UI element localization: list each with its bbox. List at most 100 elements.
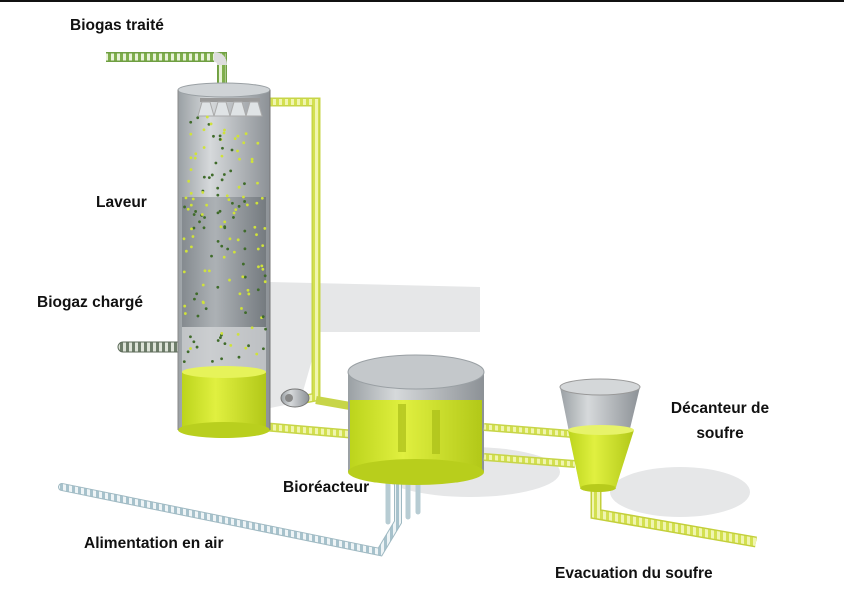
droplet (189, 168, 193, 172)
droplet (228, 237, 232, 241)
droplet (186, 207, 190, 211)
droplet (209, 122, 213, 126)
droplet (243, 200, 246, 203)
droplet (250, 326, 254, 330)
droplet (245, 203, 249, 207)
droplet (238, 157, 241, 161)
droplet (218, 137, 222, 141)
droplet (210, 254, 213, 258)
label-loaded-biogas: Biogaz chargé (37, 294, 143, 311)
droplet (243, 275, 247, 279)
droplet (195, 345, 199, 349)
droplet (234, 208, 238, 212)
scrubber-column (177, 82, 271, 438)
droplet (228, 278, 231, 282)
droplet (214, 161, 218, 165)
bioreactor-tank (347, 354, 485, 485)
droplet (250, 160, 254, 163)
droplet (227, 198, 231, 201)
droplet (261, 315, 265, 319)
droplet (229, 169, 233, 173)
droplet (220, 244, 224, 248)
droplet (189, 203, 193, 207)
droplet (182, 237, 186, 241)
droplet (255, 352, 259, 356)
droplet (216, 339, 220, 342)
droplet (223, 226, 227, 230)
droplet (260, 264, 264, 268)
droplet (205, 115, 209, 119)
droplet (262, 347, 265, 351)
droplet (257, 265, 260, 269)
droplet (236, 332, 240, 336)
droplet (232, 250, 236, 254)
droplet (236, 238, 240, 242)
droplet (237, 355, 241, 359)
droplet (250, 157, 254, 161)
droplet (207, 122, 211, 126)
droplet (223, 342, 227, 346)
label-sulfur-decanter-line1: Décanteur de (670, 400, 770, 417)
droplet (232, 216, 235, 219)
label-sulfur-decanter-line2: soufre (696, 425, 744, 442)
sulfur-decanter (559, 378, 641, 492)
droplet (216, 285, 220, 289)
droplet (220, 357, 223, 361)
droplet (186, 350, 190, 354)
droplet (240, 307, 243, 310)
droplet (247, 344, 250, 348)
droplet (204, 307, 208, 311)
droplet (218, 209, 222, 213)
droplet (189, 347, 192, 350)
treated-biogas-pipe (106, 52, 227, 90)
droplet (183, 312, 187, 315)
droplet (219, 225, 223, 229)
droplet (244, 311, 247, 315)
droplet (261, 267, 265, 271)
droplet (256, 288, 260, 292)
droplet (253, 225, 257, 229)
droplet (221, 146, 224, 150)
droplet (201, 283, 205, 287)
droplet (200, 213, 204, 216)
droplet (189, 335, 192, 339)
droplet (255, 201, 259, 205)
droplet (190, 227, 193, 231)
droplet (237, 185, 241, 189)
droplet (192, 340, 196, 344)
droplet (241, 275, 245, 279)
decanter-feed-pipes (483, 423, 576, 468)
droplet (243, 247, 247, 251)
droplet (242, 195, 245, 199)
droplet (236, 134, 240, 138)
droplet (187, 179, 191, 183)
droplet (216, 186, 220, 190)
droplet (191, 235, 195, 238)
droplet (184, 249, 188, 253)
droplet (198, 220, 201, 224)
droplet (189, 120, 193, 124)
label-sulfur-decanter: Décanteur de soufre (660, 396, 780, 446)
droplet (223, 128, 226, 132)
pump-icon (280, 388, 310, 408)
droplet (216, 211, 220, 215)
droplet (220, 154, 224, 158)
label-air-supply: Alimentation en air (84, 535, 224, 552)
droplet (237, 204, 241, 208)
droplet (190, 245, 193, 249)
droplet (193, 297, 196, 301)
droplet (202, 128, 206, 132)
droplet (203, 216, 206, 219)
droplet (260, 196, 264, 200)
droplet (255, 233, 258, 237)
droplet (246, 288, 250, 292)
label-sulfur-discharge: Evacuation du soufre (555, 565, 713, 582)
droplet (261, 244, 265, 248)
droplet (183, 205, 186, 209)
droplet (202, 146, 206, 149)
sulfur-discharge-pipe (590, 490, 757, 548)
droplet (196, 314, 200, 318)
droplet (222, 131, 226, 135)
droplet (218, 134, 222, 138)
